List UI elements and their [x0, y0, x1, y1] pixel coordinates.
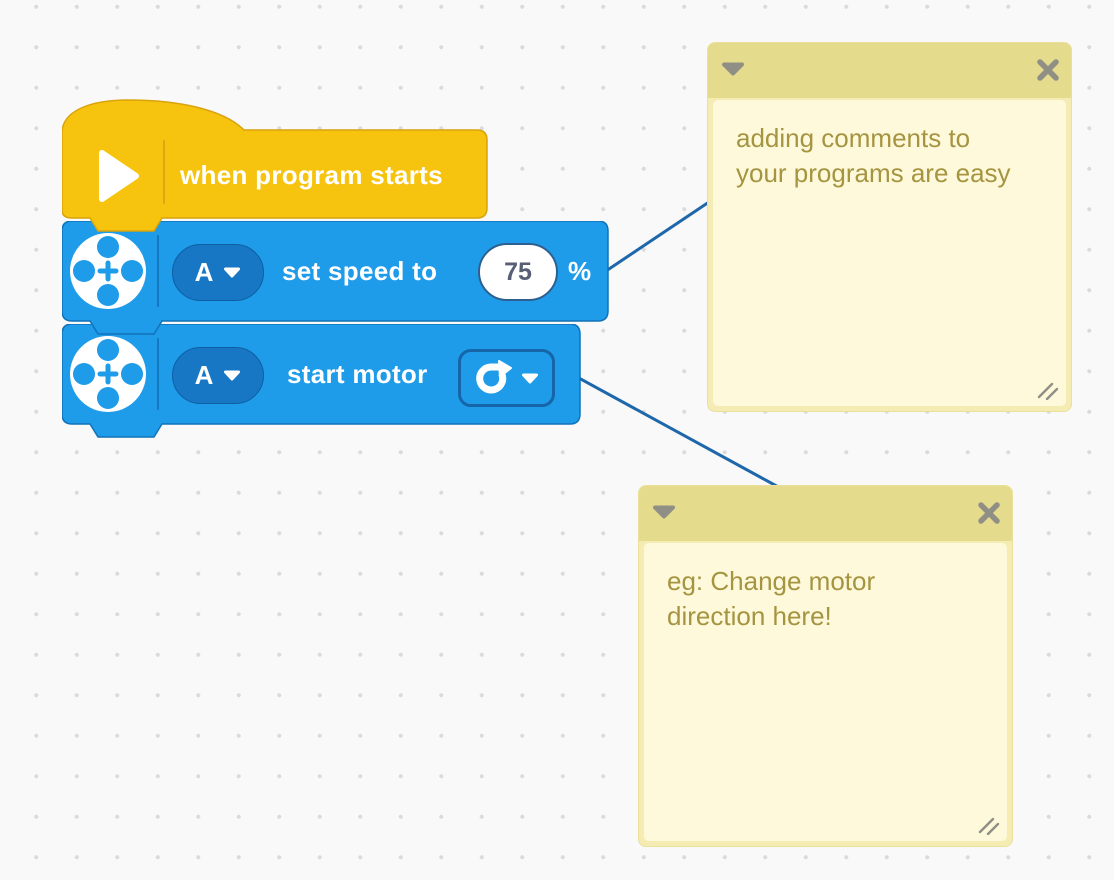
start-motor-block[interactable]: A start motor [62, 324, 583, 442]
hat-block-label: when program starts [180, 160, 443, 190]
port-letter: A [194, 360, 214, 390]
block-divider [163, 140, 165, 204]
when-program-starts-block[interactable]: when program starts [62, 98, 488, 238]
block-divider [157, 235, 159, 307]
direction-dropdown[interactable] [458, 349, 555, 407]
speed-value-input[interactable]: 75 [478, 243, 558, 301]
hat-block-shape [62, 99, 488, 232]
close-icon [978, 502, 1000, 524]
block-divider [157, 338, 159, 410]
comment-collapse-button[interactable] [651, 504, 677, 520]
chevron-down-icon [522, 373, 538, 383]
play-icon [99, 150, 139, 202]
connector-line [605, 198, 713, 273]
comment-close-button[interactable] [976, 500, 1002, 526]
comment-text[interactable]: adding comments to your programs are eas… [736, 123, 1011, 188]
set-speed-block[interactable]: A set speed to 75 % [62, 221, 610, 339]
comment-resize-handle[interactable] [1036, 380, 1060, 400]
comment-header [639, 486, 1012, 541]
comment-body[interactable]: adding comments to your programs are eas… [713, 100, 1066, 406]
comment-close-button[interactable] [1035, 57, 1061, 83]
rotate-cw-icon [476, 360, 512, 394]
close-icon [1037, 59, 1059, 81]
port-letter: A [194, 257, 214, 287]
comment-note-1[interactable]: adding comments to your programs are eas… [707, 42, 1072, 412]
speed-block-label: set speed to [282, 256, 438, 286]
comment-resize-handle[interactable] [977, 815, 1001, 835]
triangle-down-icon [653, 505, 675, 519]
comment-text[interactable]: eg: Change motor direction here! [667, 566, 876, 631]
comment-collapse-button[interactable] [720, 61, 746, 77]
port-dropdown[interactable]: A [172, 347, 264, 404]
motor-icon [70, 336, 146, 412]
motor-icon [70, 233, 146, 309]
motor-block-label: start motor [287, 359, 428, 389]
port-dropdown[interactable]: A [172, 244, 264, 301]
comment-note-2[interactable]: eg: Change motor direction here! [638, 485, 1013, 847]
comment-header [708, 43, 1071, 98]
triangle-down-icon [722, 62, 744, 76]
chevron-down-icon [224, 370, 241, 381]
comment-body[interactable]: eg: Change motor direction here! [644, 543, 1007, 841]
percent-label: % [568, 256, 592, 286]
chevron-down-icon [224, 267, 241, 278]
